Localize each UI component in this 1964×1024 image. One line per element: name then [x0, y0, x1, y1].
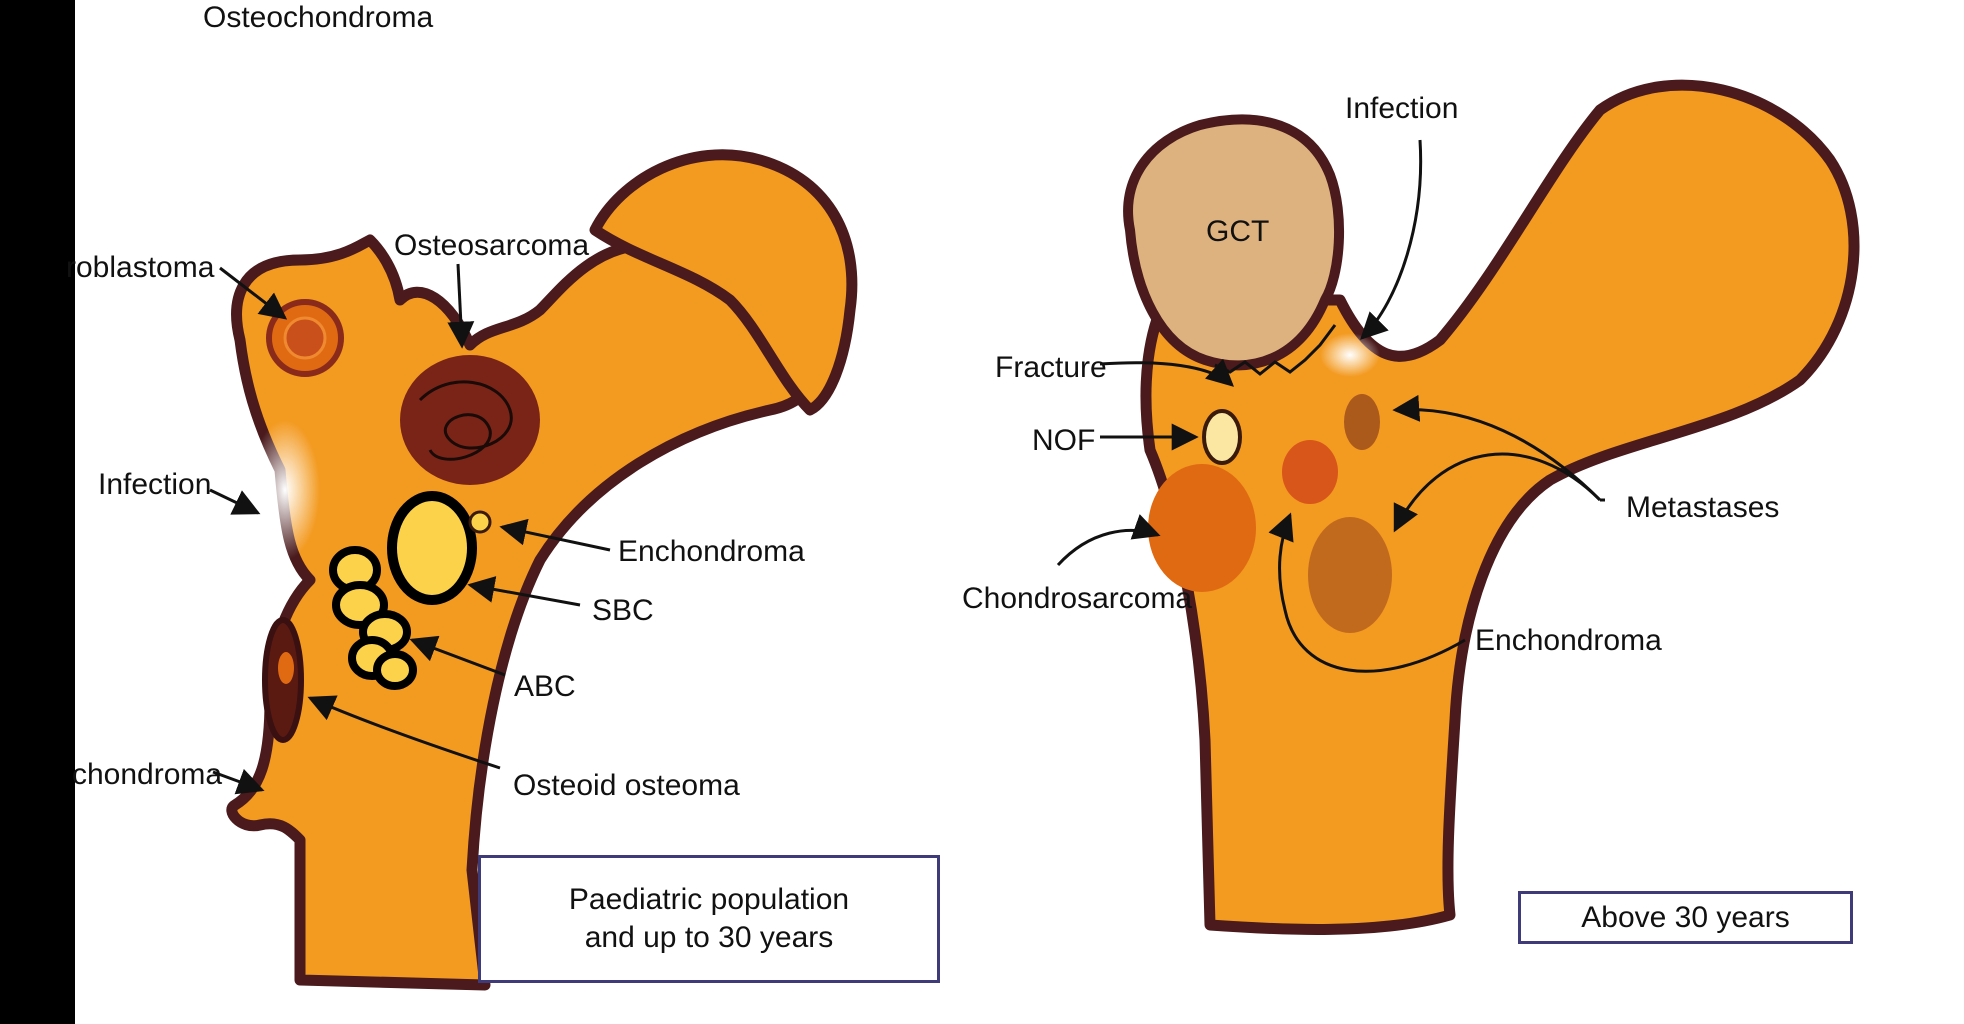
- arrow-paediatric-infection: [209, 488, 261, 515]
- arrow-osteosarcoma: [447, 263, 475, 349]
- arrow-osteoblastoma: [219, 266, 288, 320]
- paediatric-caption-box: Paediatric population and up to 30 years: [478, 855, 940, 983]
- label-abc: ABC: [514, 670, 576, 703]
- nof-lesion: [1202, 409, 1242, 465]
- label-osteosarcoma: Osteosarcoma: [394, 229, 589, 262]
- fracture-line: [1214, 324, 1337, 376]
- paediatric-caption-line2: and up to 30 years: [584, 921, 834, 954]
- arrow-paediatric-enchondroma: [499, 518, 611, 552]
- arrow-adult-enchondroma: [1268, 512, 1466, 673]
- arrow-osteoid-osteoma: [307, 695, 501, 770]
- arrow-metastases-lower: [1393, 452, 1602, 533]
- label-nof: NOF: [1032, 424, 1095, 457]
- label-adult-infection: Infection: [1345, 92, 1458, 125]
- adult-caption-box: Above 30 years: [1518, 891, 1853, 944]
- paediatric-enchondroma-lesion: [468, 510, 492, 534]
- arrow-chondrosarcoma: [1056, 514, 1161, 567]
- osteoblastoma-core: [283, 316, 327, 360]
- label-fracture: Fracture: [995, 351, 1107, 384]
- label-metastases: Metastases: [1626, 491, 1779, 524]
- paediatric-caption-line1: Paediatric population: [568, 883, 850, 916]
- metastasis-lesion-upper: [1344, 394, 1380, 450]
- adult-femur-body: [1140, 79, 1860, 935]
- sbc-cyst: [387, 491, 477, 605]
- osteoid-osteoma-nidus: [278, 652, 294, 684]
- osteosarcoma-lesion: [400, 355, 540, 485]
- paediatric-femoral-head: [589, 149, 858, 416]
- label-chondrosarcoma: Chondrosarcoma: [962, 582, 1192, 615]
- header-osteochondroma-label: Osteochondroma: [203, 1, 433, 34]
- label-osteoid-osteoma: Osteoid osteoma: [513, 769, 740, 802]
- adult-enchondroma-lesion: [1282, 440, 1338, 504]
- adult-femur: [1123, 79, 1860, 935]
- label-paediatric-enchondroma: Enchondroma: [618, 535, 805, 568]
- osteosarcoma-scribble: [418, 380, 513, 461]
- adult-caption-text: Above 30 years: [1581, 900, 1790, 934]
- label-adult-enchondroma: Enchondroma: [1475, 624, 1662, 657]
- gct-lesion: [1123, 114, 1345, 371]
- annotation-arrows: [209, 139, 1605, 795]
- label-paediatric-infection: Infection: [98, 468, 211, 501]
- chondrosarcoma-lesion: [1148, 464, 1256, 592]
- adult-infection-glow: [1320, 333, 1380, 377]
- label-gct: GCT: [1206, 215, 1269, 248]
- left-black-bar: [0, 0, 75, 1024]
- arrow-osteochondroma: [212, 768, 265, 795]
- paediatric-femur: [226, 149, 858, 991]
- paediatric-infection-glow: [250, 420, 320, 560]
- metastasis-lesion-lower: [1308, 517, 1392, 633]
- label-osteochondroma: chondroma: [72, 758, 222, 791]
- label-sbc: SBC: [592, 594, 654, 627]
- arrow-sbc: [467, 576, 581, 607]
- label-osteoblastoma: roblastoma: [66, 251, 215, 284]
- arrow-fracture: [1099, 358, 1234, 387]
- arrow-adult-infection: [1360, 139, 1423, 340]
- abc-cysts: [329, 546, 417, 690]
- arrow-abc: [409, 635, 506, 677]
